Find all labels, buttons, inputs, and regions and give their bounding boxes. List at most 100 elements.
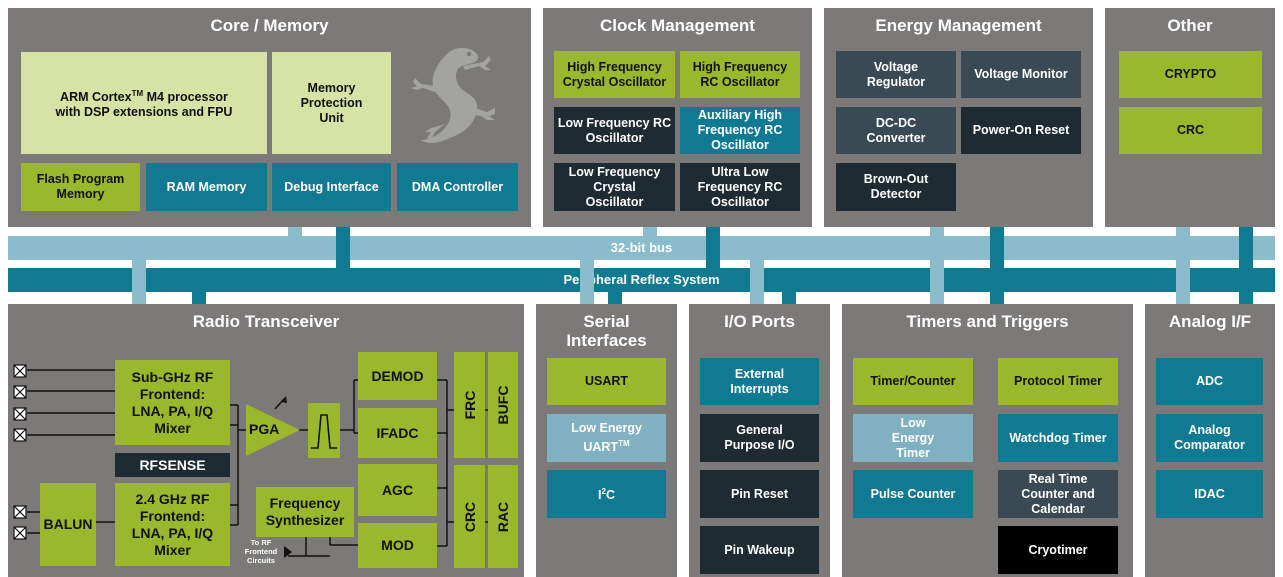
serial-interfaces-title: Serial Interfaces [566,312,647,350]
connector-other-bus [1176,227,1190,236]
bufc-block: BUFC [488,352,518,458]
bus-32bit: 32-bit bus [8,236,1275,260]
connector-timers-prs [990,292,1004,304]
analog-if-title: Analog I/F [1168,312,1252,331]
clock-management-title: Clock Management [600,16,755,35]
arm-tm-mark: TM [131,88,144,98]
frc-block: FRC [454,352,485,458]
io-ports-title: I/O Ports [724,312,795,331]
dma-controller-block: DMA Controller [397,163,518,211]
bandpass-filter-icon [311,414,337,449]
connector-analog-bus [1176,260,1190,304]
demod-block: DEMOD [358,352,437,400]
connector-serial-bus [580,260,594,304]
usart-block: USART [547,358,666,405]
radio-crc-block: CRC [454,465,485,568]
bus-32bit-label: 32-bit bus [610,240,673,255]
leuart-block: Low Energy UARTTM [547,414,666,462]
i2c-sup: 2 [601,487,606,497]
external-interrupts-block: External Interrupts [700,358,819,405]
lfrco-block: Low Frequency RC Oscillator [554,107,675,154]
flash-program-memory-block: Flash Program Memory [21,163,140,211]
ulfrco-block: Ultra Low Frequency RC Oscillator [680,163,800,211]
i2c-text-a: I [598,488,602,503]
connector-clock-bus [643,227,657,236]
voltage-regulator-block: Voltage Regulator [836,51,956,98]
radio-transceiver-title: Radio Transceiver [192,312,340,331]
connector-core-prs [336,227,350,268]
connector-radio-prs [192,292,206,304]
brown-out-detector-block: Brown-Out Detector [836,163,956,211]
i2c-block: I2C [547,470,666,518]
peripheral-reflex-system-bus: Peripheral Reflex System [8,268,1275,292]
antenna-ports [13,364,27,544]
antenna-port-icon [13,526,27,540]
connector-io-bus [750,260,764,304]
energy-management-title: Energy Management [875,16,1042,35]
arm-m4-text: M4 processor [143,90,228,105]
connector-timers-bus [930,260,944,304]
connector-analog-prs [1239,292,1253,304]
frequency-synthesizer-block: Frequency Synthesizer [256,487,354,537]
leuart-text: Low Energy UART [571,420,642,455]
connector-serial-prs [608,292,622,304]
pulse-counter-block: Pulse Counter [853,470,973,518]
connector-energy-prs [990,227,1004,268]
leuart-tm-mark: TM [618,438,630,448]
adc-block: ADC [1156,358,1263,405]
leuart-label: Low Energy UARTTM [550,421,663,455]
rac-block: RAC [488,465,518,568]
analog-comparator-block: Analog Comparator [1156,414,1263,462]
to-rf-arrow-icon [284,546,292,558]
idac-block: IDAC [1156,470,1263,518]
pin-reset-block: Pin Reset [700,470,819,518]
crypto-block: CRYPTO [1119,51,1262,98]
pga-block: PGA [246,404,300,456]
ifadc-block: IFADC [358,408,437,458]
core-memory-title: Core / Memory [210,16,329,35]
radio-crc-label: CRC [461,501,478,532]
hfrco-block: High Frequency RC Oscillator [680,51,800,98]
connector-other-prs [1239,227,1253,268]
arm-dsp-text: with DSP extensions and FPU [55,105,233,120]
antenna-port-icon [13,505,27,519]
rac-label: RAC [495,501,511,532]
balun-block: BALUN [40,483,96,566]
other-title: Other [1167,16,1213,35]
i2c-text-b: C [605,488,615,503]
antenna-port-icon [13,385,27,399]
arm-cortex-text: ARM Cortex [60,90,132,105]
connector-core-bus [288,227,302,236]
connector-energy-bus [930,227,944,236]
ram-memory-block: RAM Memory [146,163,267,211]
watchdog-timer-block: Watchdog Timer [998,414,1118,462]
frc-label: FRC [461,390,478,420]
hfxo-block: High Frequency Crystal Oscillator [554,51,675,98]
cryotimer-block: Cryotimer [998,526,1118,574]
agc-block: AGC [358,464,437,516]
antenna-port-icon [13,407,27,421]
connector-io-prs [782,292,796,304]
timer-counter-block: Timer/Counter [853,358,973,405]
power-on-reset-block: Power-On Reset [961,107,1081,154]
filter-block [308,403,340,458]
bufc-label: BUFC [495,385,511,425]
low-energy-timer-block: Low Energy Timer [853,414,973,462]
gecko-logo-icon [405,36,520,156]
other-crc-block: CRC [1119,107,1262,154]
antenna-port-icon [13,428,27,442]
connector-clock-prs [706,227,720,268]
dc-dc-converter-block: DC-DC Converter [836,107,956,154]
prs-label: Peripheral Reflex System [563,272,720,287]
i2c-label: I2C [598,484,615,503]
pga-label: PGA [249,421,280,437]
to-rf-frontend-label: To RF Frontend Circuits [244,538,278,565]
pin-wakeup-block: Pin Wakeup [700,526,819,574]
ghz24-rf-frontend-block: 2.4 GHz RF Frontend: LNA, PA, I/Q Mixer [115,483,230,566]
rtcc-block: Real Time Counter and Calendar [998,470,1118,518]
lfxo-block: Low Frequency Crystal Oscillator [554,163,675,211]
mod-block: MOD [358,523,437,568]
antenna-port-icon [13,364,27,378]
